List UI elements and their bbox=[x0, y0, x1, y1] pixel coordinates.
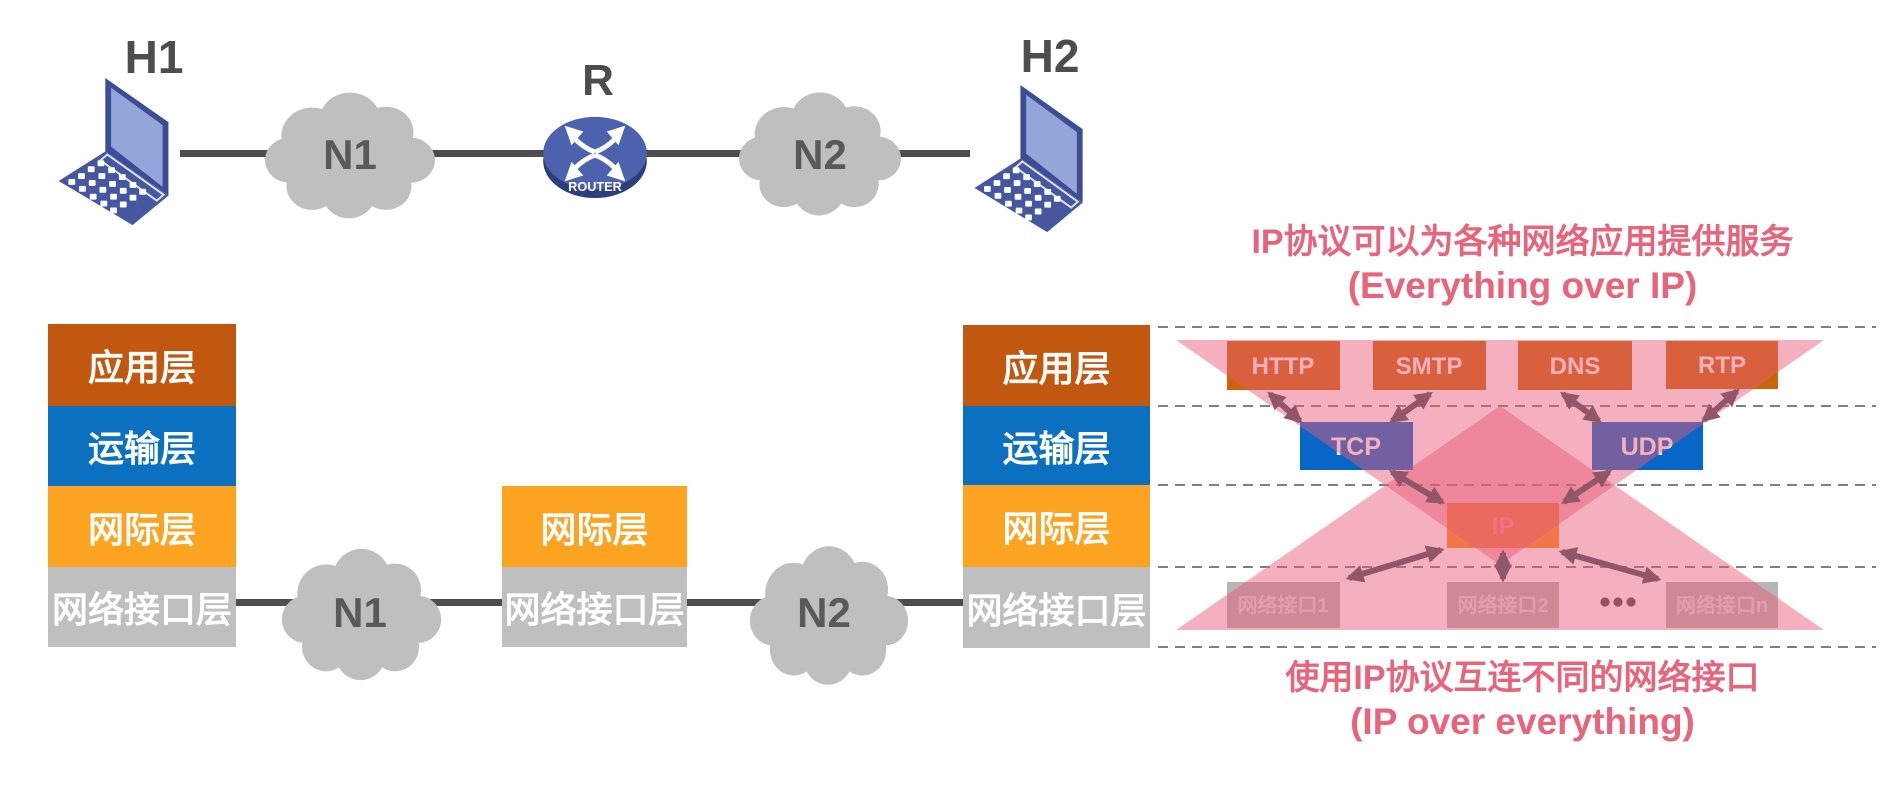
router-layer-interface: 网络接口层 bbox=[502, 567, 687, 647]
app-protocol-row: HTTP SMTP DNS RTP bbox=[1227, 341, 1778, 390]
interfacen-label: 网络接口n bbox=[1676, 593, 1768, 617]
smtp-label: SMTP bbox=[1396, 353, 1463, 380]
http-box bbox=[1227, 341, 1340, 390]
arrow-ip-interfacen bbox=[1558, 547, 1662, 584]
ip-bottom-caption: 使用IP协议互连不同的网络接口 (IP over everything) bbox=[1150, 658, 1895, 745]
layer-dashed-lines bbox=[1158, 326, 1876, 648]
host2-layer-transport: 运输层 bbox=[963, 406, 1150, 485]
arrow-ip-interface1 bbox=[1345, 545, 1445, 583]
arrow-smtp-tcp bbox=[1389, 391, 1433, 424]
layer-label: 运输层 bbox=[87, 428, 196, 469]
layer-label: 应用层 bbox=[1002, 347, 1111, 389]
ip-label: IP bbox=[1492, 513, 1515, 540]
router-caption: ROUTER bbox=[568, 179, 622, 194]
ip-top-title-en: (Everything over IP) bbox=[1347, 265, 1698, 307]
ip-bottom-caption-en: (IP over everything) bbox=[1350, 701, 1695, 743]
transport-protocol-row: TCP UDP bbox=[1300, 422, 1703, 470]
router-layer-internet: 网际层 bbox=[502, 486, 687, 567]
net1-bottom-label: N1 bbox=[333, 589, 387, 636]
ip-top-title: IP协议可以为各种网络应用提供服务 (Everything over IP) bbox=[1150, 222, 1895, 309]
arrow-http-tcp bbox=[1267, 391, 1303, 424]
tcp-label: TCP bbox=[1331, 433, 1381, 461]
host1-laptop-icon bbox=[57, 78, 170, 227]
arrow-dns-udp bbox=[1560, 391, 1602, 424]
interface-row: 网络接口1 网络接口2 网络接口n bbox=[1227, 582, 1778, 628]
protocol-arrows bbox=[1267, 388, 1740, 584]
layer-label: 运输层 bbox=[1002, 427, 1111, 469]
router-label: R bbox=[582, 56, 614, 105]
interface2-label: 网络接口2 bbox=[1457, 593, 1548, 617]
ip-bottom-caption-zh: 使用IP协议互连不同的网络接口 bbox=[1285, 659, 1760, 697]
arrow-udp-ip bbox=[1561, 469, 1612, 505]
net2-bottom-label: N2 bbox=[797, 589, 851, 636]
dns-label: DNS bbox=[1550, 353, 1601, 380]
layer-label: 网际层 bbox=[540, 508, 649, 550]
interface2-box bbox=[1447, 582, 1559, 628]
ip-hourglass-diagram: HTTP SMTP DNS RTP TCP UDP IP 网络接口1 网络接口2 bbox=[1158, 326, 1876, 648]
host2-layer-interface: 网络接口层 bbox=[963, 567, 1150, 648]
host1-layer-internet: 网际层 bbox=[48, 486, 236, 567]
everything-over-ip-triangle bbox=[1176, 340, 1824, 565]
layer-label: 网络接口层 bbox=[966, 589, 1147, 631]
smtp-box bbox=[1373, 341, 1486, 390]
arrow-rtp-udp bbox=[1701, 388, 1740, 423]
http-label: HTTP bbox=[1252, 353, 1315, 380]
layer-label: 应用层 bbox=[87, 347, 196, 388]
layer-label: 网际层 bbox=[1002, 508, 1111, 549]
layer-label: 网络接口层 bbox=[51, 589, 232, 630]
host2-layer-internet: 网际层 bbox=[963, 485, 1150, 567]
host2-laptop-icon bbox=[973, 85, 1084, 234]
host2-stack: 应用层 运输层 网际层 网络接口层 bbox=[963, 325, 1150, 648]
host1-label: H1 bbox=[124, 31, 184, 83]
ellipsis-app-1 bbox=[1343, 363, 1371, 371]
rtp-label: RTP bbox=[1698, 352, 1746, 379]
host1-layer-application: 应用层 bbox=[48, 324, 236, 406]
ip-top-title-zh: IP协议可以为各种网络应用提供服务 bbox=[1251, 223, 1794, 261]
interface1-label: 网络接口1 bbox=[1237, 593, 1328, 617]
host1-layer-transport: 运输层 bbox=[48, 406, 236, 486]
net1-top-label: N1 bbox=[323, 131, 377, 178]
dns-box bbox=[1518, 341, 1632, 390]
udp-label: UDP bbox=[1621, 433, 1674, 461]
layer-label: 网络接口层 bbox=[504, 589, 685, 630]
host2-label: H2 bbox=[1020, 30, 1080, 82]
host1-layer-interface: 网络接口层 bbox=[48, 567, 236, 647]
udp-box bbox=[1592, 422, 1703, 470]
net2-top-label: N2 bbox=[793, 131, 847, 178]
ip-box bbox=[1447, 503, 1559, 548]
interface1-box bbox=[1227, 582, 1340, 628]
ellipsis-app-2 bbox=[1635, 363, 1663, 371]
ellipsis-interfaces bbox=[1600, 597, 1636, 607]
tcp-box bbox=[1300, 422, 1413, 470]
router-icon: ROUTER bbox=[543, 116, 647, 199]
layer-label: 网际层 bbox=[87, 508, 196, 550]
router-stack: 网际层 网络接口层 bbox=[502, 486, 687, 647]
host2-layer-application: 应用层 bbox=[963, 325, 1150, 406]
interfacen-box bbox=[1666, 582, 1778, 628]
host1-stack: 应用层 运输层 网际层 网络接口层 bbox=[48, 324, 236, 647]
arrow-tcp-ip bbox=[1388, 469, 1446, 505]
ip-over-everything-triangle bbox=[1176, 406, 1824, 630]
rtp-box bbox=[1666, 341, 1778, 389]
